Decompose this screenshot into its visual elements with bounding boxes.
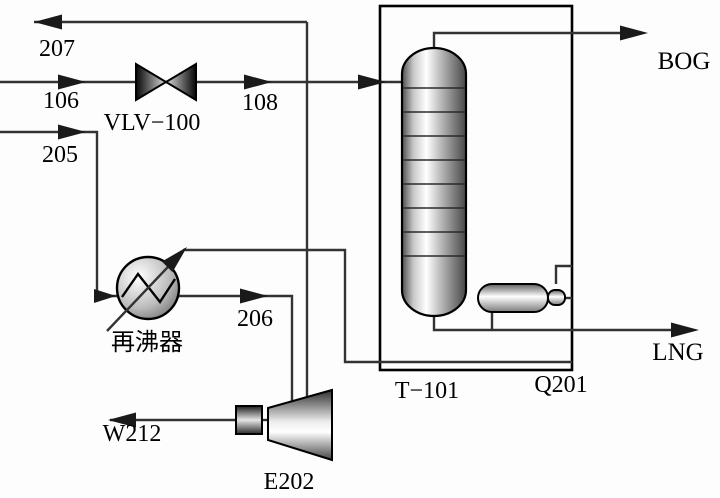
stream-206-line xyxy=(178,294,294,402)
valve-icon xyxy=(135,62,197,102)
arrow-207-icon xyxy=(34,14,62,30)
arrow-108-icon xyxy=(244,74,272,90)
arrow-reboiler-energy-icon xyxy=(161,247,187,273)
duty-q201-line xyxy=(554,264,572,284)
arrow-w212-icon xyxy=(108,412,136,428)
label-bog: BOG xyxy=(658,48,711,75)
column-trays xyxy=(403,87,465,257)
label-valve-vlv100: VLV−100 xyxy=(104,110,201,136)
pump-nozzle xyxy=(547,289,566,306)
label-work-w212: W212 xyxy=(103,421,162,447)
overhead-bog-line xyxy=(432,31,622,48)
label-stream-205: 205 xyxy=(42,142,78,168)
expander-icon xyxy=(235,388,333,462)
expander-casing xyxy=(267,388,333,462)
label-stream-106: 106 xyxy=(43,88,79,114)
arrow-205-icon xyxy=(58,124,86,140)
arrow-feed-into-column-icon xyxy=(358,74,386,90)
arrow-206-icon xyxy=(240,288,268,304)
label-stream-207: 207 xyxy=(39,36,75,62)
arrow-bog-icon xyxy=(620,25,648,41)
valve-left-wedge xyxy=(135,62,168,102)
label-lng: LNG xyxy=(652,339,703,366)
label-stream-206: 206 xyxy=(237,306,273,332)
expander-coupling xyxy=(235,405,263,435)
diagram-labels: 207 106 108 205 VLV−100 再沸器 206 T−101 Q2… xyxy=(39,36,710,495)
flow-arrowheads xyxy=(34,14,699,428)
label-reboiler: 再沸器 xyxy=(111,329,183,356)
piping-lines xyxy=(0,20,671,422)
arrow-lng-icon xyxy=(671,322,699,338)
column-boundary-box xyxy=(378,4,574,372)
label-stream-108: 108 xyxy=(242,90,278,116)
reboiler-return-line xyxy=(185,248,572,364)
column-shell xyxy=(400,46,468,318)
bottoms-lng-line xyxy=(432,316,671,332)
label-column-t101: T−101 xyxy=(395,378,459,404)
label-expander-e202: E202 xyxy=(264,469,315,495)
arrow-into-reboiler-icon xyxy=(94,289,116,303)
pump-body xyxy=(477,283,549,313)
valve-right-wedge xyxy=(164,62,197,102)
label-duty-q201: Q201 xyxy=(534,372,587,398)
pump-icon xyxy=(477,283,566,313)
column-vessel-icon xyxy=(400,46,468,318)
arrow-106-icon xyxy=(58,74,86,90)
